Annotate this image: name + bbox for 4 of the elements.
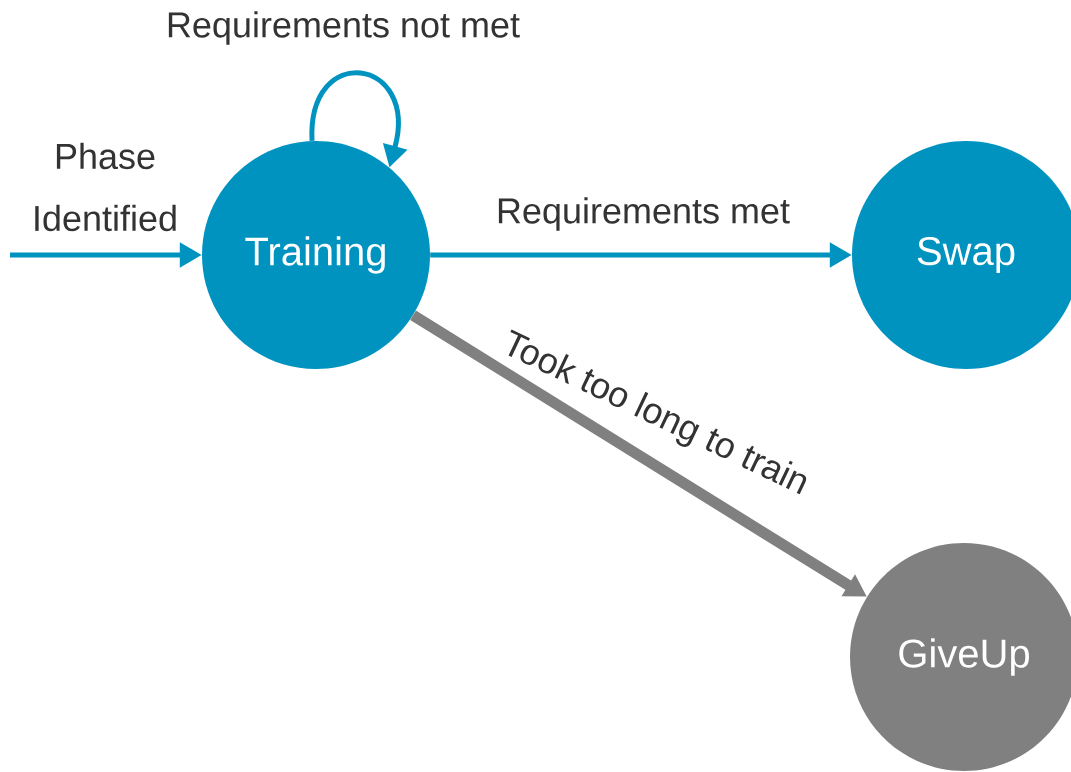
edge-label: Requirements met [498,197,790,231]
edge-label: Requirements not met [168,11,520,45]
edge-label: Phase Identified [35,142,176,232]
edge-label: Took too long to train [508,329,807,495]
